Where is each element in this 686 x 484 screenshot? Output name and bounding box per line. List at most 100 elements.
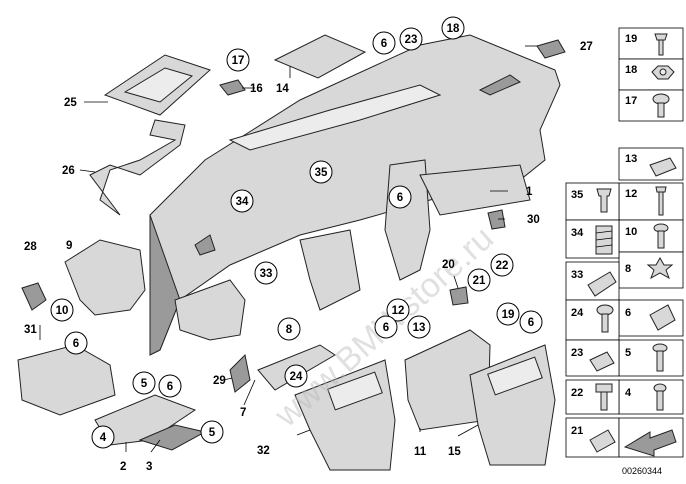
callout-4: 4: [91, 425, 115, 449]
part-16-clip: [219, 79, 246, 96]
svg-text:10: 10: [56, 305, 69, 317]
screw-19-icon: [654, 33, 668, 56]
callout-20: 20: [442, 259, 455, 271]
svg-text:34: 34: [571, 227, 584, 239]
part-14-cover: [273, 34, 367, 79]
callout-18: 18: [441, 16, 465, 40]
callout-24: 24: [284, 364, 308, 388]
svg-text:24: 24: [290, 371, 303, 383]
svg-text:5: 5: [625, 347, 631, 359]
orientation-arrow-box: [618, 417, 684, 458]
callout-6-glovebox: 6: [64, 331, 88, 355]
svg-text:12: 12: [625, 188, 637, 200]
star-washer-8-icon: [646, 256, 674, 280]
clip-13-icon: [649, 157, 677, 177]
svg-text:22: 22: [496, 260, 509, 272]
clip-33-icon: [587, 271, 617, 297]
svg-text:18: 18: [625, 64, 637, 76]
fastener-legend-left: 35 34 33 24 23 22 21: [565, 182, 620, 458]
callout-28: 28: [24, 241, 37, 253]
svg-text:6: 6: [381, 38, 387, 50]
svg-text:33: 33: [260, 268, 273, 280]
callout-16: 16: [250, 83, 263, 95]
callout-6-top: 6: [372, 31, 396, 55]
svg-text:21: 21: [473, 275, 486, 287]
svg-text:12: 12: [392, 305, 405, 317]
diagram-code: 00260344: [622, 466, 662, 476]
callout-22: 22: [490, 253, 514, 277]
svg-text:19: 19: [502, 309, 515, 321]
svg-text:6: 6: [167, 381, 173, 393]
callout-15: 15: [448, 446, 461, 458]
clip-23-icon: [589, 351, 615, 372]
part-25-trim-frame: [103, 54, 211, 116]
callout-11: 11: [414, 446, 427, 458]
callout-2: 2: [120, 461, 126, 473]
part-9-bracket: [64, 239, 146, 316]
svg-text:35: 35: [315, 167, 328, 179]
svg-text:18: 18: [447, 23, 460, 35]
part-28-side-vent: [21, 282, 47, 311]
fastener-legend-right: 19 18 17 13 12 10 8 6 5 4: [618, 27, 684, 415]
part-26-support-bracket: [89, 119, 186, 216]
svg-text:6: 6: [383, 322, 389, 334]
callout-34: 34: [230, 189, 254, 213]
callout-8: 8: [277, 317, 301, 341]
svg-text:4: 4: [100, 432, 107, 444]
callout-1: 1: [526, 186, 533, 198]
svg-text:8: 8: [625, 263, 631, 275]
callout-5-a: 5: [132, 371, 156, 395]
callout-12: 12: [386, 298, 410, 322]
callout-13: 13: [407, 315, 431, 339]
callout-32: 32: [257, 445, 270, 457]
callout-7: 7: [240, 407, 246, 419]
callout-14: 14: [276, 83, 289, 95]
arrow-icon: [623, 429, 677, 457]
callout-21: 21: [467, 268, 491, 292]
callout-9: 9: [66, 240, 72, 252]
svg-text:6: 6: [625, 307, 631, 319]
part-31-glove-box: [17, 344, 116, 416]
svg-text:5: 5: [141, 378, 148, 390]
clip-21-icon: [589, 429, 616, 453]
dashboard-panel: [149, 34, 561, 356]
svg-text:24: 24: [571, 307, 584, 319]
grommet-35-icon: [596, 188, 612, 213]
svg-text:34: 34: [236, 196, 249, 208]
callout-17: 17: [226, 48, 250, 72]
svg-text:5: 5: [209, 427, 216, 439]
svg-text:35: 35: [571, 189, 583, 201]
svg-text:22: 22: [571, 387, 583, 399]
svg-text:17: 17: [625, 95, 637, 107]
screw-12-icon: [655, 186, 667, 216]
callout-30: 30: [527, 214, 540, 226]
svg-text:21: 21: [571, 425, 583, 437]
svg-text:33: 33: [571, 269, 583, 281]
callout-6-center: 6: [388, 185, 412, 209]
part-29-switch-panel: [229, 353, 251, 393]
bolt-22-icon: [595, 383, 613, 411]
part-27-vent-grille: [536, 39, 566, 59]
callout-27: 27: [580, 41, 593, 53]
svg-text:13: 13: [413, 322, 426, 334]
svg-text:4: 4: [625, 387, 632, 399]
svg-text:23: 23: [405, 34, 418, 46]
callout-5-b: 5: [200, 420, 224, 444]
svg-text:6: 6: [528, 317, 534, 329]
svg-text:23: 23: [571, 347, 583, 359]
callout-10: 10: [50, 298, 74, 322]
callout-6-mid: 6: [374, 315, 398, 339]
part-30-small-cover: [487, 209, 506, 230]
leader-lines: [39, 45, 537, 453]
callout-6-lid: 6: [158, 374, 182, 398]
callout-19: 19: [496, 302, 520, 326]
callout-25: 25: [64, 97, 77, 109]
clip-6-icon: [649, 304, 676, 331]
svg-text:6: 6: [397, 192, 403, 204]
callout-3: 3: [146, 461, 152, 473]
svg-text:6: 6: [73, 338, 79, 350]
svg-text:19: 19: [625, 33, 637, 45]
callout-6-right: 6: [519, 310, 543, 334]
callout-31: 31: [24, 324, 37, 336]
